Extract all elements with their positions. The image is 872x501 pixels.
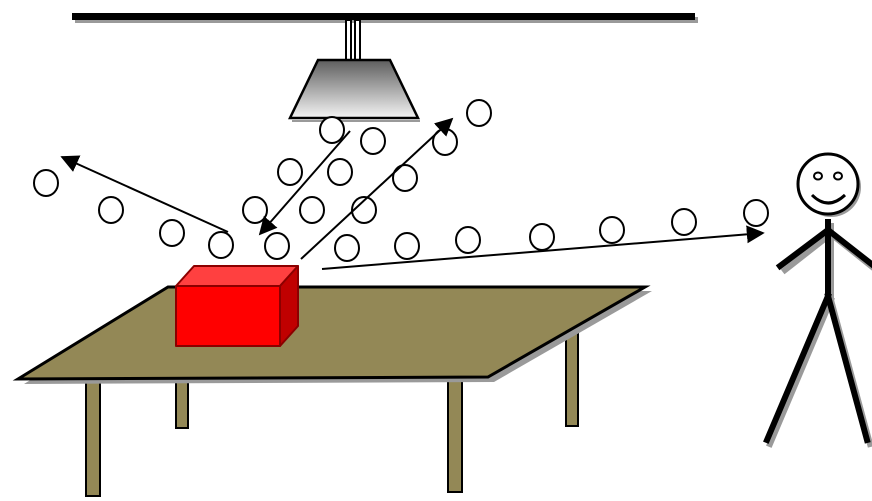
person-right-arm bbox=[823, 225, 872, 269]
stick-person bbox=[763, 152, 872, 448]
photons bbox=[33, 99, 769, 262]
photon bbox=[671, 208, 697, 236]
photon bbox=[98, 196, 124, 224]
photon bbox=[360, 127, 386, 155]
photon bbox=[208, 231, 234, 259]
photon bbox=[242, 196, 268, 224]
arrow-scatter-left bbox=[60, 155, 229, 233]
photon bbox=[334, 234, 360, 262]
person-head bbox=[796, 152, 860, 216]
photon bbox=[466, 99, 492, 127]
lamp-shade bbox=[288, 58, 420, 120]
photon bbox=[394, 232, 420, 260]
arrow-scatter-up bbox=[300, 117, 454, 260]
photon bbox=[319, 116, 345, 144]
photon bbox=[743, 199, 769, 227]
photon bbox=[33, 169, 59, 197]
ceiling-lamp bbox=[288, 19, 420, 122]
person-left-arm bbox=[775, 225, 833, 271]
person-eye-right bbox=[833, 171, 843, 181]
person-left-leg bbox=[763, 292, 832, 444]
photon bbox=[327, 158, 353, 186]
photon bbox=[392, 164, 418, 192]
person-right-leg bbox=[824, 292, 871, 444]
ceiling-bar bbox=[72, 13, 698, 23]
photon bbox=[277, 158, 303, 186]
photon bbox=[299, 196, 325, 224]
red-box bbox=[175, 265, 299, 347]
arrow-to-eye bbox=[321, 225, 765, 270]
light-arrows bbox=[60, 117, 765, 270]
photon bbox=[159, 219, 185, 247]
arrow-incoming-light bbox=[258, 130, 351, 236]
person-smile bbox=[810, 193, 847, 205]
table-legs bbox=[85, 327, 579, 497]
photon bbox=[529, 223, 555, 251]
table-top bbox=[12, 285, 652, 384]
photon bbox=[351, 196, 377, 224]
person-eye-left bbox=[813, 171, 823, 181]
photon bbox=[599, 216, 625, 244]
photon bbox=[455, 226, 481, 254]
photon bbox=[264, 232, 290, 260]
